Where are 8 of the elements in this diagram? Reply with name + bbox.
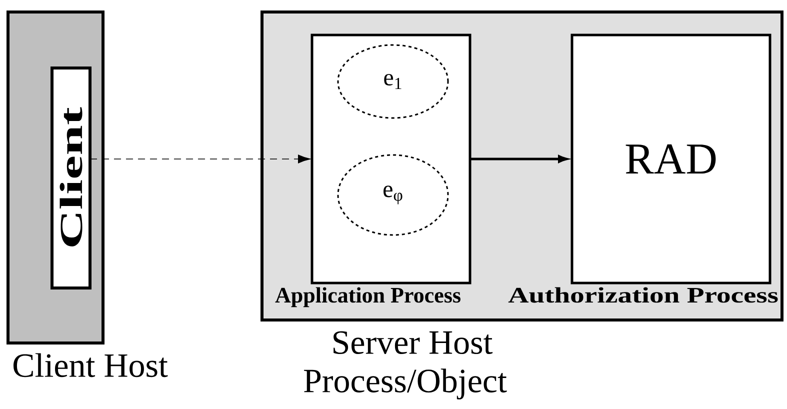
process-label: Authorization Process — [508, 287, 778, 303]
client-box: Client — [50, 66, 92, 290]
arrow — [90, 154, 310, 164]
diagram-label: Process/Object — [304, 368, 507, 400]
host-label: Client Host — [14, 353, 168, 378]
process-label: Application Process — [275, 287, 460, 308]
host-label: Server Host — [334, 331, 493, 354]
process-box: RAD — [570, 34, 772, 284]
